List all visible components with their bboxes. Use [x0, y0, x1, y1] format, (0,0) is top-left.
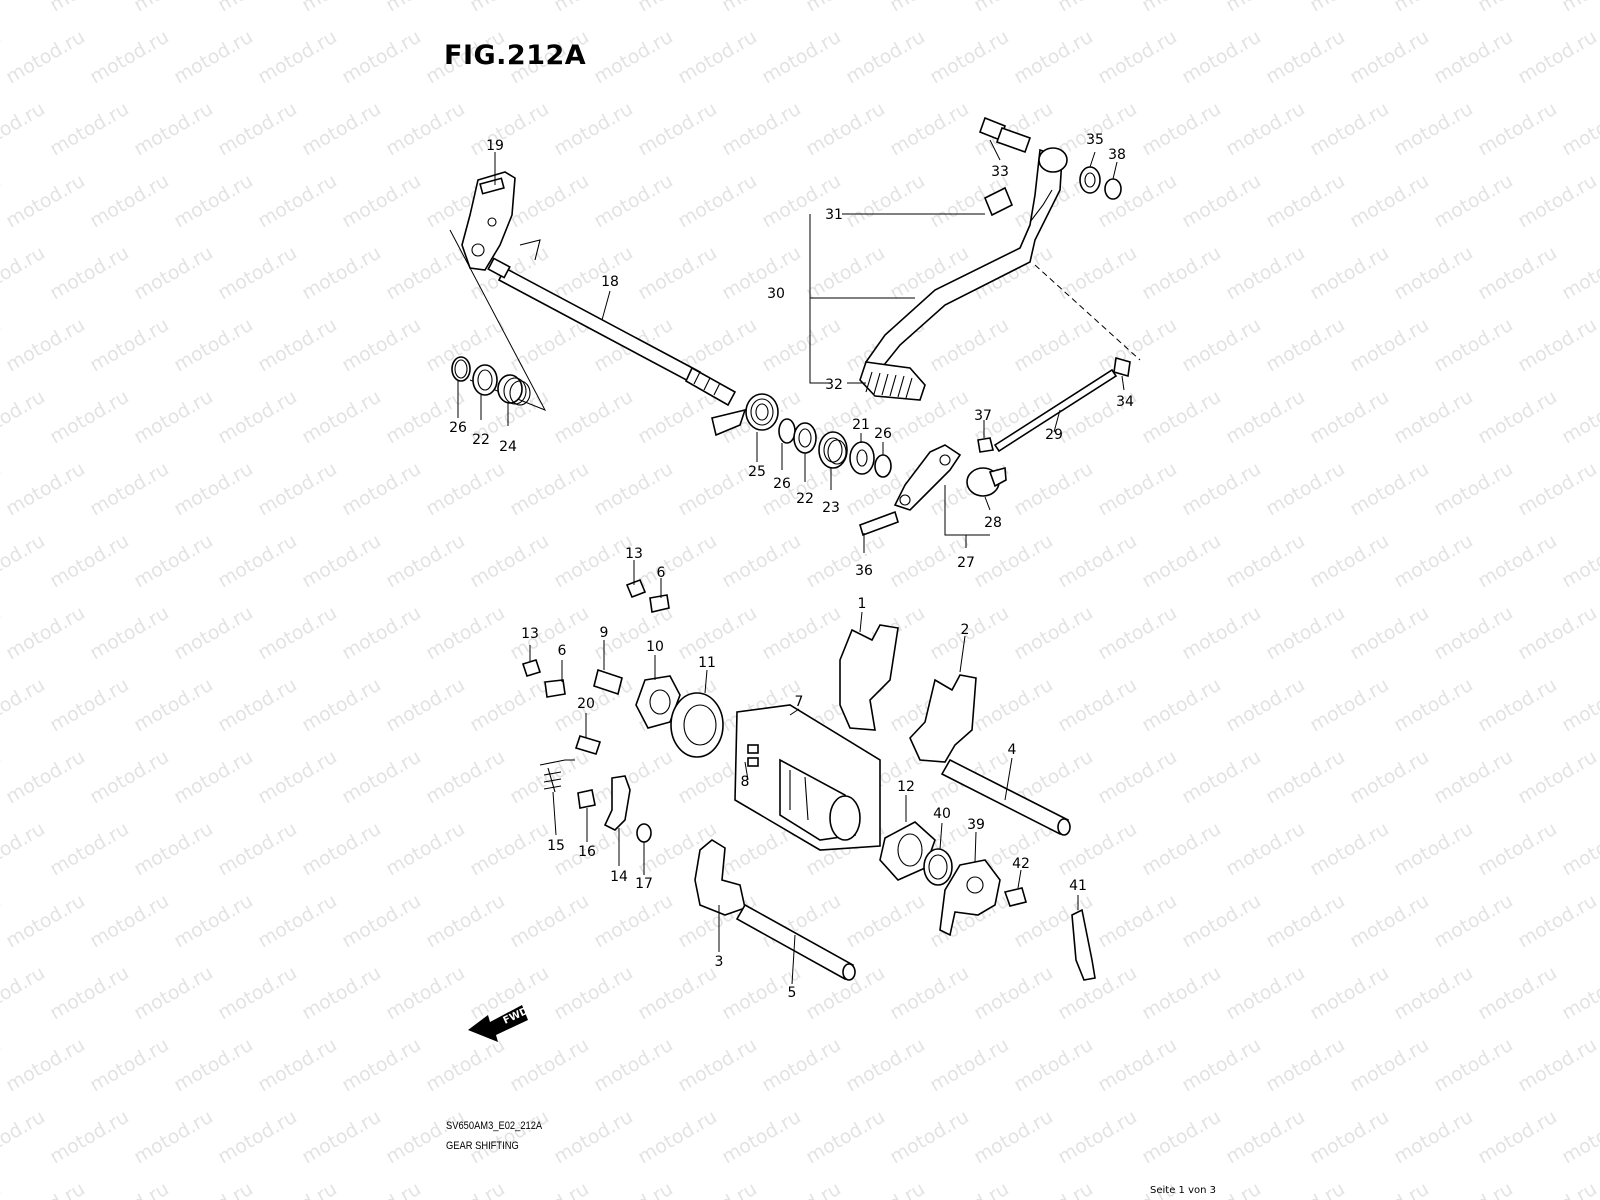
model-code: SV650AM3_E02_212A	[446, 1120, 543, 1132]
callout-5: 5	[788, 985, 797, 1001]
callout-1: 1	[858, 596, 867, 612]
callout-13: 13	[521, 626, 539, 642]
callout-33: 33	[991, 164, 1009, 180]
figure-title: FIG.212A	[444, 40, 587, 71]
callout-9: 9	[600, 625, 609, 641]
callout-labels: 19 18 26 22 24 25 26 22 23 21 26 33 35 3…	[449, 132, 1134, 1001]
callout-26: 26	[874, 426, 892, 442]
callout-18: 18	[601, 274, 619, 290]
callout-26: 26	[449, 420, 467, 436]
fwd-arrow-icon: FWD	[468, 1005, 530, 1042]
callout-6: 6	[657, 565, 666, 581]
callout-16: 16	[578, 844, 596, 860]
callout-28: 28	[984, 515, 1002, 531]
callout-20: 20	[577, 696, 595, 712]
callout-22: 22	[796, 491, 814, 507]
callout-15: 15	[547, 838, 565, 854]
callout-36: 36	[855, 563, 873, 579]
callout-32: 32	[825, 377, 843, 393]
gearshift-shaft-assembly	[449, 171, 892, 478]
callout-29: 29	[1045, 427, 1063, 443]
callout-25: 25	[748, 464, 766, 480]
callout-4: 4	[1008, 742, 1017, 758]
callout-39: 39	[967, 817, 985, 833]
callout-19: 19	[486, 138, 504, 154]
callout-23: 23	[822, 500, 840, 516]
callout-14: 14	[610, 869, 628, 885]
callout-34: 34	[1116, 394, 1134, 410]
callout-2: 2	[961, 622, 970, 638]
callout-24: 24	[499, 439, 517, 455]
callout-17: 17	[635, 876, 653, 892]
callout-3: 3	[715, 954, 724, 970]
callout-11: 11	[698, 655, 716, 671]
leader-lines	[457, 139, 1125, 985]
shift-drum-assembly	[521, 578, 1096, 981]
callout-30: 30	[767, 286, 785, 302]
figure-caption: GEAR SHIFTING	[446, 1140, 519, 1152]
callout-41: 41	[1069, 878, 1087, 894]
callout-21: 21	[852, 417, 870, 433]
callout-6: 6	[558, 643, 567, 659]
callout-35: 35	[1086, 132, 1104, 148]
callout-31: 31	[825, 207, 843, 223]
page-number: Seite 1 von 3	[1150, 1185, 1216, 1196]
callout-37: 37	[974, 408, 992, 424]
gearshift-lever-assembly	[859, 116, 1141, 537]
callout-27: 27	[957, 555, 975, 571]
callout-22: 22	[472, 432, 490, 448]
callout-42: 42	[1012, 856, 1030, 872]
callout-26: 26	[773, 476, 791, 492]
callout-38: 38	[1108, 147, 1126, 163]
callout-10: 10	[646, 639, 664, 655]
callout-12: 12	[897, 779, 915, 795]
callout-13: 13	[625, 546, 643, 562]
callout-7: 7	[795, 694, 804, 710]
callout-8: 8	[741, 774, 750, 790]
callout-40: 40	[933, 806, 951, 822]
